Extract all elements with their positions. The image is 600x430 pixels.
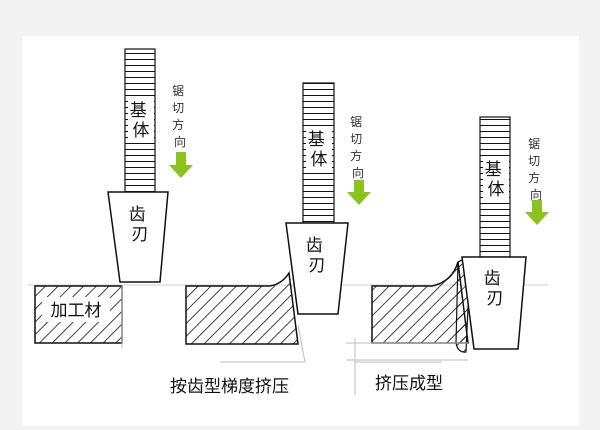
saw-tooth-label-char-2: 刃	[132, 225, 149, 245]
saw-body-label-char-2: 体	[311, 150, 328, 170]
workpiece-block	[185, 270, 299, 345]
saw-body-label-char-2: 体	[488, 180, 505, 200]
saw-body-label-char-1: 基	[485, 160, 502, 180]
saw-tooth-label-char-2: 刃	[487, 289, 504, 309]
caption-gradient-extrusion: 按齿型梯度挤压	[170, 377, 289, 397]
saw-body-label: 基 体	[485, 160, 507, 200]
down-arrow-icon	[169, 152, 193, 178]
saw-tooth-label-char-2: 刃	[309, 256, 326, 276]
saw-body-label-bg	[483, 156, 509, 202]
saw-tooth-label-char-1: 齿	[484, 269, 501, 289]
saw-body-label-bg	[128, 97, 154, 143]
workpiece-label: 加工材	[51, 301, 102, 321]
down-arrow-icon	[525, 200, 549, 225]
cut-direction-char-1: 锯	[528, 136, 540, 151]
down-arrow-icon	[347, 180, 371, 205]
extrusion-dimension-lines	[346, 338, 468, 395]
saw-tooth	[107, 191, 169, 283]
cut-direction-char-3: 方	[528, 170, 540, 185]
cut-direction-char-4: 向	[352, 165, 364, 180]
cut-direction-label: 锯 切 方 向	[172, 83, 188, 149]
cut-direction-char-1: 锯	[350, 114, 362, 129]
saw-tooth	[461, 256, 527, 350]
saw-body-label-bg	[306, 126, 332, 172]
saw-tooth-label-char-1: 齿	[129, 205, 146, 225]
cut-direction-char-4: 向	[530, 187, 542, 202]
stage-2: 基 体 齿 刃 锯 切 方 向	[185, 82, 371, 363]
saw-body-label-char-2: 体	[133, 121, 150, 141]
saw-body-label: 基 体	[130, 101, 152, 141]
saw-tooth	[285, 222, 349, 315]
saw-tooth-label: 齿 刃	[484, 269, 506, 309]
workpiece-label-bg	[42, 297, 110, 322]
cut-direction-char-4: 向	[174, 134, 186, 149]
cut-direction-char-3: 方	[172, 117, 184, 132]
cut-direction-char-1: 锯	[172, 83, 184, 98]
leader-line	[220, 324, 306, 363]
saw-tooth-label-char-1: 齿	[306, 236, 323, 256]
stage-3: 基 体 齿 刃 锯 切 方 向	[346, 116, 549, 395]
saw-body-label: 基 体	[308, 130, 330, 170]
cut-direction-label: 锯 切 方 向	[350, 114, 366, 180]
cut-direction-char-2: 切	[172, 101, 184, 115]
caption-extrusion-forming: 挤压成型	[375, 374, 443, 394]
cut-direction-char-2: 切	[350, 132, 362, 146]
saw-tooth-label: 齿 刃	[306, 236, 328, 276]
cut-direction-label: 锯 切 方 向	[528, 136, 544, 202]
cut-direction-char-3: 方	[350, 148, 362, 163]
cut-direction-char-2: 切	[528, 154, 540, 168]
saw-tooth-label: 齿 刃	[129, 205, 151, 245]
stage-1: 加工材 基 体 齿 刃 锯 切 方 向	[34, 48, 193, 348]
saw-body-label-char-1: 基	[308, 130, 325, 150]
saw-body-label-char-1: 基	[130, 101, 147, 121]
